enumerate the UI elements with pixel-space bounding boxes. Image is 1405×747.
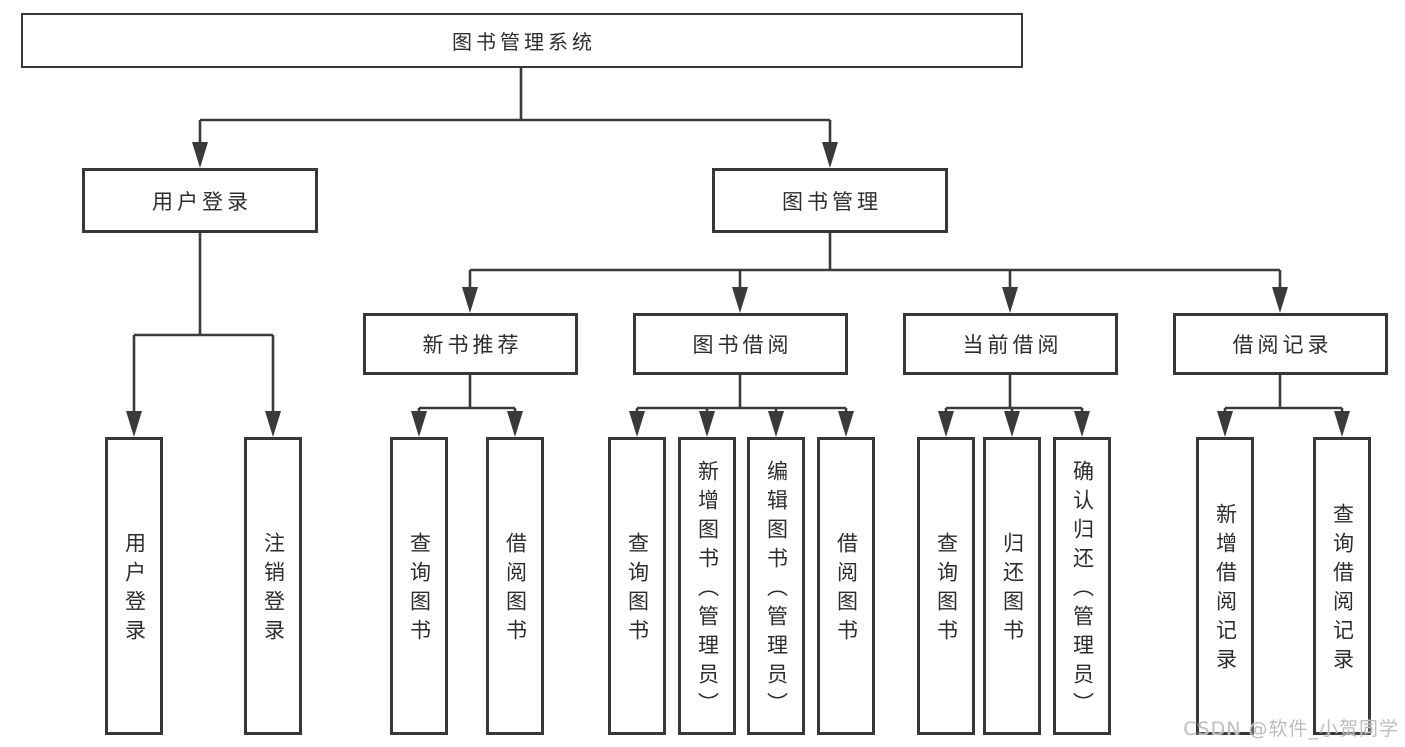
node-new-book-recommend: 新书推荐 [363,313,578,375]
node-current-borrow: 当前借阅 [903,313,1118,375]
node-borrow-records-label: 借阅记录 [1232,333,1333,357]
csdn-watermark: CSDN @软件_小贺同学 [1183,718,1399,740]
leaf-current-confirm-return-admin: 确认归还（管理员） [1053,437,1111,735]
node-book-management-label: 图书管理 [782,189,882,214]
arrowhead-down [265,411,281,437]
leaf-current-return-books: 归还图书 [983,437,1041,735]
arrowhead-down [629,411,645,437]
arrowhead-down [822,142,838,168]
arrowhead-down [192,142,208,168]
leaf-user-login: 用户登录 [105,437,163,735]
connector-records-to-leaves [1217,375,1350,437]
leaf-records-add-borrow-record: 新增借阅记录 [1196,437,1254,735]
leaf-user-login-label: 用户登录 [122,532,147,648]
node-book-management: 图书管理 [712,168,948,233]
leaf-records-query-borrow-record: 查询借阅记录 [1313,437,1371,735]
node-user-login-label: 用户登录 [152,189,252,214]
node-root-label: 图书管理系统 [452,30,596,54]
arrowhead-down [507,411,523,437]
leaf-recommend-borrow-books-label: 借阅图书 [503,532,528,648]
leaf-records-query-borrow-record-label: 查询借阅记录 [1330,503,1355,677]
arrowhead-down [838,411,854,437]
leaf-borrow-add-books-admin-label: 新增图书（管理员） [695,459,720,721]
arrowhead-down [411,411,427,437]
arrowhead-down [462,287,478,313]
leaf-current-confirm-return-admin-label: 确认归还（管理员） [1070,459,1095,721]
leaf-recommend-query-books-label: 查询图书 [407,532,432,648]
node-user-login: 用户登录 [82,168,318,233]
node-current-borrow-label: 当前借阅 [962,333,1063,357]
connector-current-to-leaves [938,375,1090,437]
leaf-current-query-books: 查询图书 [917,437,975,735]
arrowhead-down [732,287,748,313]
leaf-logout-login-label: 注销登录 [261,532,286,648]
node-book-borrow: 图书借阅 [633,313,848,375]
leaf-logout-login: 注销登录 [244,437,302,735]
arrowhead-down [699,411,715,437]
leaf-current-query-books-label: 查询图书 [934,532,959,648]
leaf-borrow-edit-books-admin-label: 编辑图书（管理员） [764,459,789,721]
node-borrow-records: 借阅记录 [1173,313,1388,375]
arrowhead-down [1272,287,1288,313]
connector-login-to-leaves [126,233,281,437]
arrowhead-down [768,411,784,437]
node-new-book-recommend-label: 新书推荐 [422,333,523,357]
arrowhead-down [1074,411,1090,437]
leaf-borrow-add-books-admin: 新增图书（管理员） [678,437,736,735]
leaf-borrow-borrow-books: 借阅图书 [817,437,875,735]
arrowhead-down [1217,411,1233,437]
arrowhead-down [938,411,954,437]
leaf-borrow-query-books: 查询图书 [608,437,666,735]
leaf-recommend-borrow-books: 借阅图书 [486,437,544,735]
leaf-recommend-query-books: 查询图书 [390,437,448,735]
connector-recommend-to-leaves [411,375,523,437]
node-root: 图书管理系统 [21,13,1023,68]
connector-borrow-to-leaves [629,375,854,437]
connector-management-to-level2 [462,233,1288,313]
arrowhead-down [126,411,142,437]
arrowhead-down [1334,411,1350,437]
arrowhead-down [1002,287,1018,313]
leaf-current-return-books-label: 归还图书 [1000,532,1025,648]
arrowhead-down [1004,411,1020,437]
leaf-borrow-query-books-label: 查询图书 [625,532,650,648]
leaf-borrow-edit-books-admin: 编辑图书（管理员） [747,437,805,735]
node-book-borrow-label: 图书借阅 [692,333,793,357]
connector-root-to-level1 [192,68,838,168]
leaf-borrow-borrow-books-label: 借阅图书 [834,532,859,648]
leaf-records-add-borrow-record-label: 新增借阅记录 [1213,503,1238,677]
